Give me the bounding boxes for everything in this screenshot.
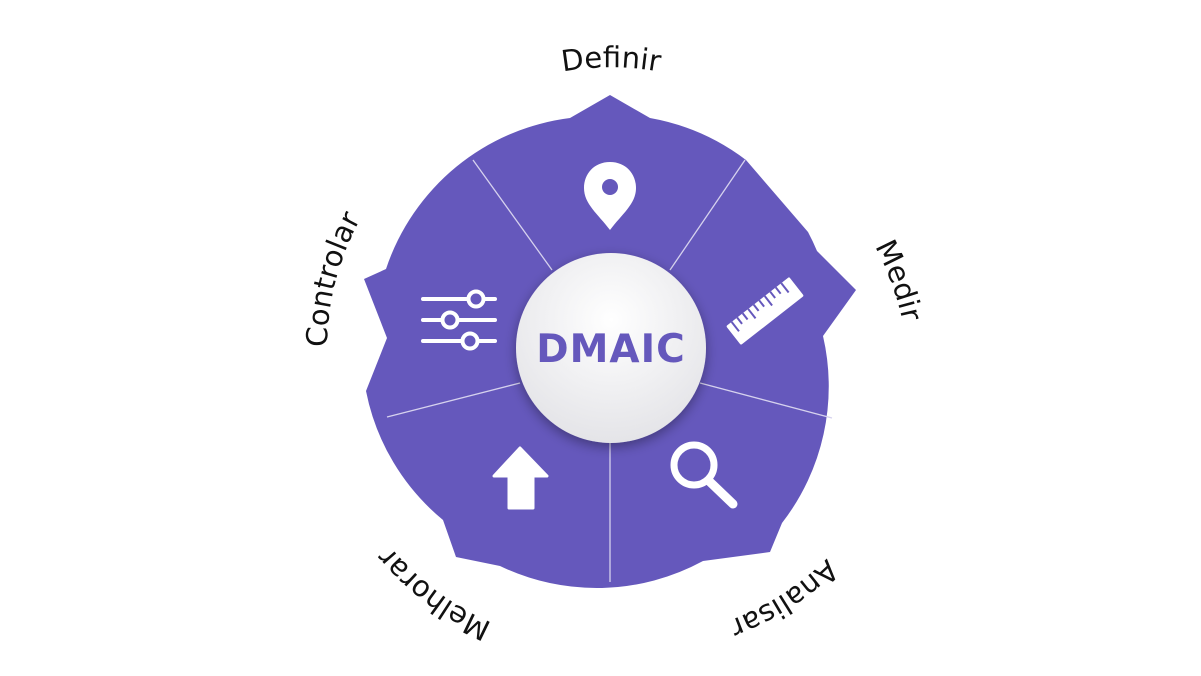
phase-label-definir: Definir [559,40,663,78]
center-label: DMAIC [536,327,686,372]
divider-controlar-definir [472,159,553,271]
divider-definir-medir [669,159,746,271]
up-arrow-icon [492,446,549,510]
segment-dividers [386,159,833,582]
location-pin-icon [584,162,636,230]
sliders-icon [421,289,497,351]
ruler-icon [726,277,804,345]
divider-medir-analisar [699,382,833,419]
phase-label-analisar-text: Analisar [726,553,845,646]
phase-label-medir: Medir [869,234,930,324]
divider-melhorar-controlar [386,382,521,418]
center-hub: DMAIC [516,253,706,443]
phase-label-analisar: Analisar [726,553,845,646]
phase-label-definir-text: Definir [559,40,663,78]
phase-label-medir-text: Medir [869,234,930,324]
phase-label-controlar: Controlar [300,206,367,348]
phase-label-controlar-text: Controlar [300,206,367,348]
magnifier-icon [670,441,738,509]
